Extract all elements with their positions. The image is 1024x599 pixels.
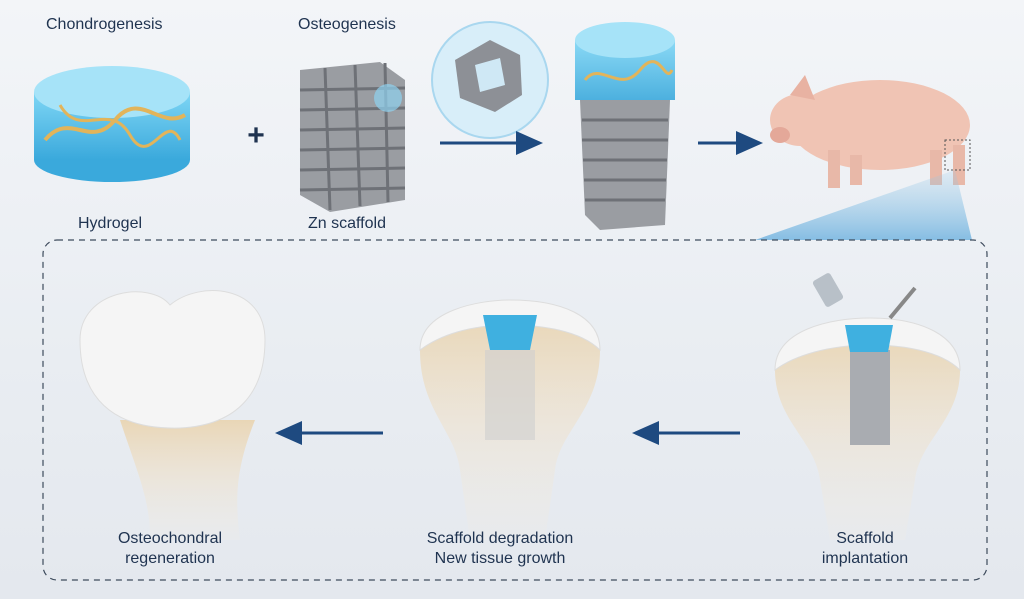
label-line: regeneration	[125, 550, 215, 567]
label-line: Scaffold	[836, 530, 894, 547]
label-line: New tissue growth	[434, 550, 566, 567]
label-osteogenesis: Osteogenesis	[298, 16, 396, 33]
detail-frame	[42, 239, 988, 581]
label-line: implantation	[821, 550, 909, 567]
combined-scaffold-illustration	[575, 22, 675, 230]
label-line: Osteochondral	[117, 530, 223, 547]
plus-sign: +	[247, 119, 265, 152]
pig-illustration	[770, 75, 971, 188]
bone-implantation	[774, 273, 961, 540]
label-zn-scaffold: Zn scaffold	[308, 215, 386, 232]
label-chondrogenesis: Chondrogenesis	[46, 16, 163, 33]
hydrogel-illustration	[34, 66, 190, 182]
zoom-beam	[755, 170, 972, 240]
label-scaffold-degradation: Scaffold degradation New tissue growth	[410, 529, 590, 569]
label-scaffold-implantation: Scaffold implantation	[800, 529, 930, 569]
bone-regenerated	[79, 290, 266, 540]
label-hydrogel: Hydrogel	[78, 215, 143, 232]
bone-degradation	[419, 299, 601, 540]
label-osteochondral-regeneration: Osteochondral regeneration	[95, 529, 245, 569]
label-line: Scaffold degradation	[426, 530, 574, 547]
zn-scaffold-illustration	[299, 21, 549, 212]
